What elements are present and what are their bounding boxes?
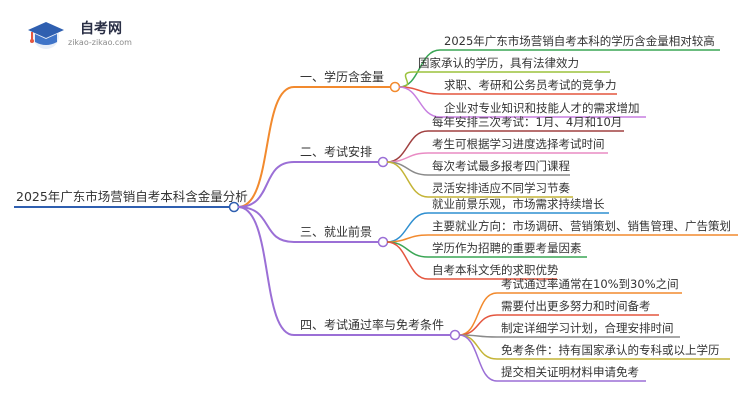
- leaf-connector: [398, 86, 441, 118]
- leaf-connector: [458, 292, 498, 336]
- branch-label[interactable]: 一、学历含金量: [300, 69, 384, 84]
- leaf-topic[interactable]: 灵活安排适应不同学习节奏: [432, 181, 570, 195]
- leaf-connector: [386, 241, 429, 258]
- graduation-cap-icon: [28, 22, 64, 49]
- leaf-connector: [386, 161, 429, 198]
- root-node-dot[interactable]: [228, 201, 240, 213]
- root-topic: 2025年广东市场营销自考本科含金量分析: [16, 189, 248, 204]
- logo-url: zikao-zikao.com: [68, 38, 132, 47]
- branch-node-dot[interactable]: [389, 81, 401, 93]
- branch-connector: [237, 206, 295, 336]
- leaf-topic[interactable]: 考生可根据学习进度选择考试时间: [432, 137, 605, 151]
- branch-label[interactable]: 二、考试安排: [300, 144, 372, 159]
- branch-node-dot[interactable]: [449, 329, 461, 341]
- leaf-topic[interactable]: 主要就业方向：市场调研、营销策划、销售管理、广告策划: [432, 219, 731, 233]
- leaf-connector: [386, 212, 429, 243]
- site-logo[interactable]: 自考网 zikao-zikao.com: [18, 14, 168, 54]
- leaf-topic[interactable]: 自考本科文凭的求职优势: [432, 263, 559, 277]
- branch-label[interactable]: 三、就业前景: [300, 224, 372, 239]
- logo-name: 自考网: [80, 21, 122, 37]
- leaf-topic[interactable]: 国家承认的学历，具有法律效力: [418, 56, 579, 70]
- leaf-topic[interactable]: 制定详细学习计划，合理安排时间: [501, 321, 674, 335]
- branch-node-dot[interactable]: [377, 156, 389, 168]
- leaf-connector: [386, 241, 429, 280]
- leaf-connector: [458, 334, 498, 382]
- branch-label[interactable]: 四、考试通过率与免考条件: [300, 317, 444, 332]
- leaf-topic[interactable]: 每年安排三次考试：1月、4月和10月: [432, 115, 622, 129]
- leaf-topic[interactable]: 学历作为招聘的重要考量因素: [432, 241, 582, 255]
- leaf-connector: [458, 334, 498, 360]
- leaf-topic[interactable]: 企业对专业知识和技能人才的需求增加: [444, 101, 640, 115]
- leaf-connector: [386, 234, 429, 243]
- branch-node-dot[interactable]: [377, 236, 389, 248]
- leaf-topic[interactable]: 免考条件：持有国家承认的专科或以上学历: [501, 343, 720, 357]
- branch-connector: [237, 206, 295, 243]
- branch-connector: [237, 86, 295, 208]
- leaf-topic[interactable]: 就业前景乐观，市场需求持续增长: [432, 197, 605, 211]
- leaf-topic[interactable]: 求职、考研和公务员考试的竞争力: [444, 78, 617, 92]
- leaf-connector: [458, 314, 498, 336]
- leaf-topic[interactable]: 考试通过率通常在10%到30%之间: [501, 277, 679, 291]
- leaf-topic[interactable]: 每次考试最多报考四门课程: [432, 159, 570, 173]
- leaf-topic[interactable]: 需要付出更多努力和时间备考: [501, 299, 651, 313]
- leaf-connector: [398, 71, 415, 88]
- leaf-topic[interactable]: 2025年广东市场营销自考本科的学历含金量相对较高: [444, 34, 715, 48]
- branch-connector: [237, 161, 295, 208]
- leaf-topic[interactable]: 提交相关证明材料申请免考: [501, 365, 639, 379]
